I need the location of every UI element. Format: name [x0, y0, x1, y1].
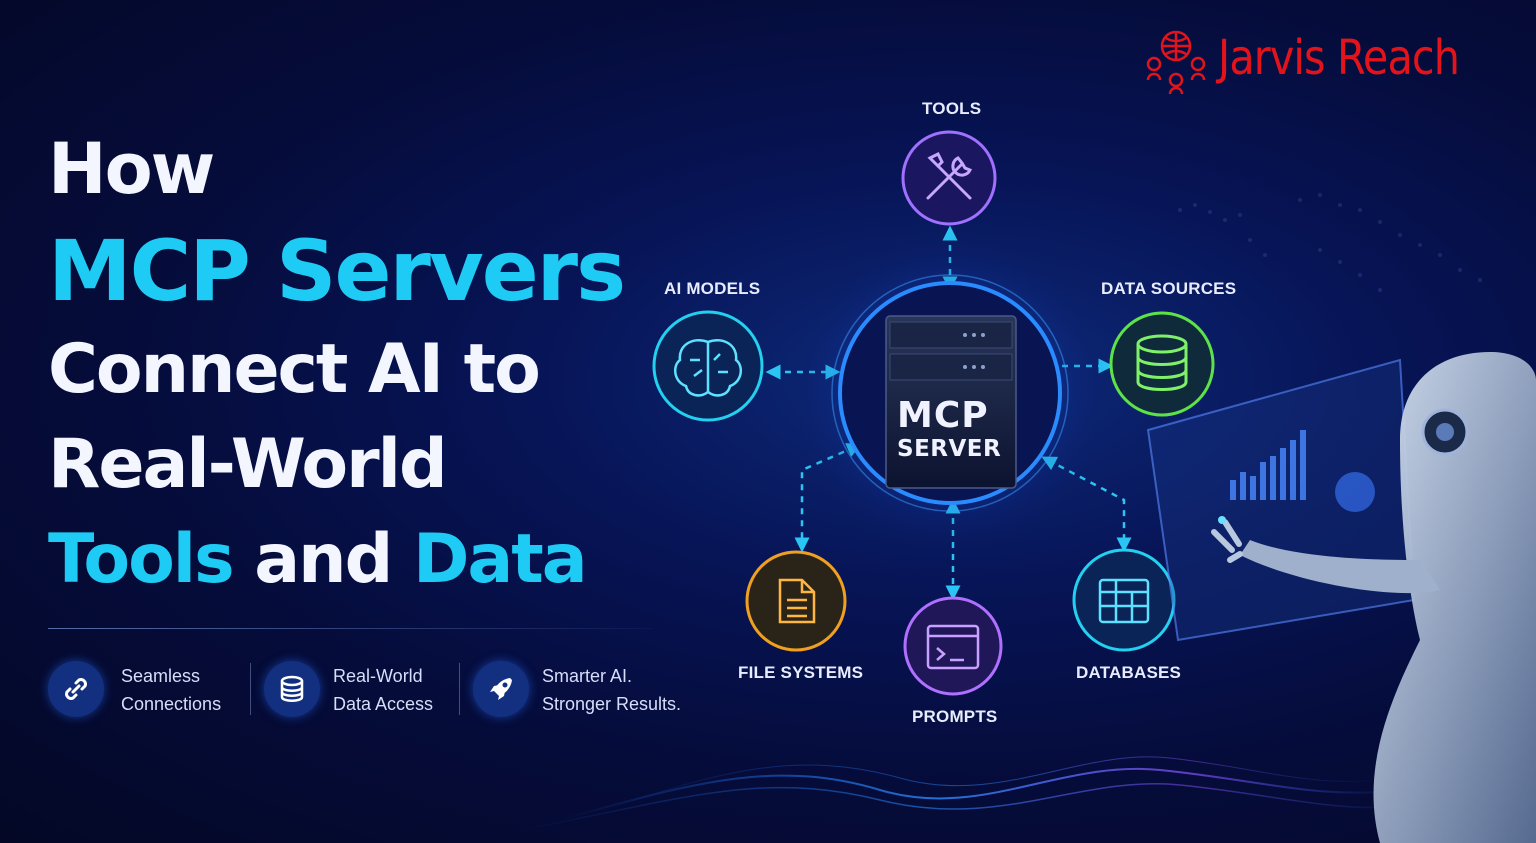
label-file-systems: FILE SYSTEMS — [738, 663, 864, 682]
feature-2-line-1: Real-World — [333, 666, 423, 686]
feature-smarter-ai: Smarter AI. Stronger Results. — [542, 662, 681, 718]
logo-icon — [1146, 30, 1206, 95]
feature-3-line-2: Stronger Results. — [542, 694, 682, 714]
table-icon — [1098, 578, 1150, 624]
brain-icon — [673, 339, 743, 397]
headline-data: Data — [412, 520, 588, 599]
world-map-decoration — [1178, 193, 1482, 292]
terminal-window-icon — [926, 624, 980, 670]
document-icon — [778, 578, 816, 624]
headline-tools: Tools — [48, 520, 235, 599]
feature-2-line-2: Data Access — [333, 694, 434, 714]
database-icon — [1136, 334, 1188, 391]
node-ai-models — [652, 310, 764, 422]
brand-name[interactable]: Jarvis Reach — [1218, 30, 1460, 86]
mcp-server-title: MCP — [897, 395, 989, 436]
feature-real-world-data-access: Real-World Data Access — [333, 662, 433, 718]
label-tools: TOOLS — [922, 99, 982, 118]
mcp-server-subtitle: SERVER — [897, 436, 1002, 462]
label-data-sources: DATA SOURCES — [1101, 279, 1237, 298]
feature-divider — [250, 663, 251, 715]
link-icon — [48, 661, 104, 717]
feature-1-line-1: Seamless — [121, 666, 201, 686]
server-rack-icon — [885, 315, 1017, 489]
feature-seamless-connections: Seamless Connections — [121, 662, 221, 718]
node-databases — [1072, 548, 1176, 652]
headline-line-2: MCP Servers — [48, 222, 626, 320]
feature-divider — [459, 663, 460, 715]
node-tools — [901, 130, 997, 226]
wave-decoration — [519, 756, 1421, 831]
headline-and: and — [254, 520, 393, 599]
divider — [48, 628, 652, 629]
node-prompts — [903, 596, 1003, 696]
node-data-sources — [1109, 311, 1215, 417]
feature-1-line-2: Connections — [121, 694, 222, 714]
robot-illustration — [1211, 352, 1536, 843]
headline-line-3: Connect AI to — [48, 330, 541, 409]
headline-line-5: Tools and Data — [48, 520, 588, 599]
rocket-icon — [473, 661, 529, 717]
label-databases: DATABASES — [1076, 663, 1182, 682]
headline-line-1: How — [48, 128, 215, 210]
label-prompts: PROMPTS — [912, 707, 998, 726]
feature-3-line-1: Smarter AI. — [542, 666, 633, 686]
headline-line-4: Real-World — [48, 425, 448, 504]
node-file-systems — [745, 550, 847, 652]
mcp-server-hub — [785, 228, 1115, 558]
wrench-screwdriver-icon — [926, 151, 973, 200]
database-icon — [264, 661, 320, 717]
label-ai-models: AI MODELS — [664, 279, 761, 298]
